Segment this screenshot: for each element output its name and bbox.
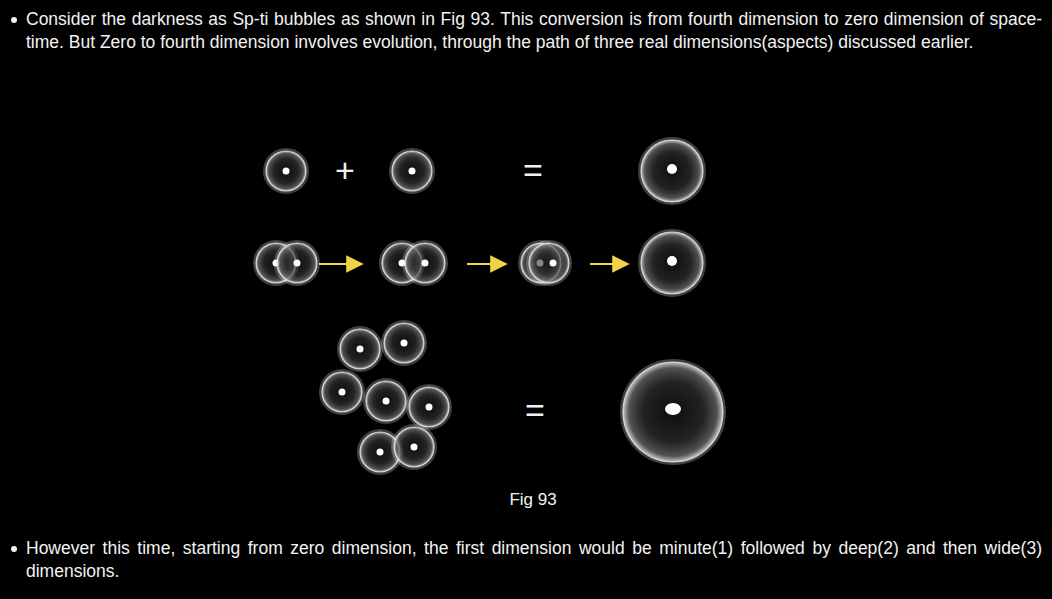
bubble-glow (408, 386, 451, 429)
bullet-dot (11, 546, 17, 552)
flow-arrow (319, 263, 362, 265)
plus-sign: + (335, 152, 355, 188)
bubble-core (357, 346, 364, 353)
bubble-core (667, 256, 677, 266)
bubble-core (377, 449, 384, 456)
bubble-glow (622, 361, 725, 464)
bullet-text: However this time, starting from zero di… (26, 537, 1042, 583)
bubble-core (294, 260, 301, 267)
flow-arrow (590, 263, 628, 265)
bubble-glow (391, 150, 434, 193)
equals-sign: = (523, 152, 543, 188)
bubble-shell (266, 151, 306, 191)
sp-ti-bubble (321, 371, 364, 414)
sp-ti-bubble (528, 242, 571, 285)
sp-ti-bubble (383, 322, 426, 365)
bubble-shell (623, 362, 723, 462)
equals-sign: = (525, 392, 545, 428)
bubble-core (426, 404, 433, 411)
bubble-core (422, 260, 429, 267)
bubble-shell (529, 243, 569, 283)
bubble-core (339, 389, 346, 396)
bubble-glow (365, 380, 408, 423)
bubble-glow (321, 371, 364, 414)
bubble-core (665, 403, 681, 415)
bubble-glow (265, 150, 308, 193)
bubble-glow (528, 242, 571, 285)
sp-ti-bubble (276, 242, 319, 285)
bullet-dot (11, 17, 17, 23)
bubble-core (550, 260, 557, 267)
bubble-shell (409, 387, 449, 427)
sp-ti-bubble (404, 242, 447, 285)
sp-ti-bubble (265, 150, 308, 193)
sp-ti-bubble (391, 150, 434, 193)
figure-caption: Fig 93 (509, 490, 556, 510)
bubble-glow (404, 242, 447, 285)
sp-ti-bubble (640, 139, 705, 204)
bubble-glow (383, 322, 426, 365)
bubble-core (383, 398, 390, 405)
bullet-text: Consider the darkness as Sp-ti bubbles a… (26, 8, 1042, 54)
bubble-shell (384, 323, 424, 363)
bubble-core (283, 168, 290, 175)
bubble-glow (640, 139, 705, 204)
sp-ti-bubble (622, 361, 725, 464)
sp-ti-bubble (408, 386, 451, 429)
sp-ti-bubble (365, 380, 408, 423)
bubble-core (401, 340, 408, 347)
bubble-core (409, 168, 416, 175)
bubble-shell (641, 232, 703, 294)
sp-ti-bubble (640, 231, 705, 296)
bubble-shell (392, 151, 432, 191)
sp-ti-bubble (339, 328, 382, 371)
bubble-shell (394, 427, 434, 467)
bubble-shell (366, 381, 406, 421)
bubble-shell (277, 243, 317, 283)
bubble-glow (393, 426, 436, 469)
bubble-shell (641, 140, 703, 202)
bubble-shell (322, 372, 362, 412)
bubble-glow (276, 242, 319, 285)
bubble-core (411, 444, 418, 451)
bubble-glow (339, 328, 382, 371)
bubble-shell (340, 329, 380, 369)
bubble-glow (640, 231, 705, 296)
bubble-shell (405, 243, 445, 283)
flow-arrow (467, 263, 506, 265)
bubble-core (667, 164, 677, 174)
sp-ti-bubble (393, 426, 436, 469)
